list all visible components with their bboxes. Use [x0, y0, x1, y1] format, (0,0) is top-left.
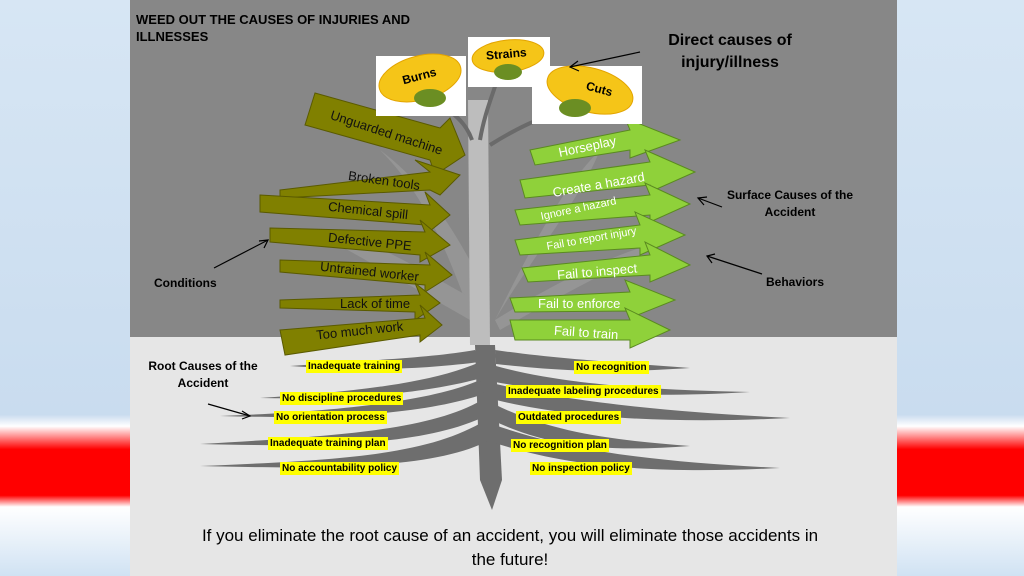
root-causes-label: Root Causes of the Accident	[148, 359, 258, 390]
surface-causes-label: Surface Causes of the Accident	[726, 188, 854, 219]
conditions-label: Conditions	[154, 276, 217, 290]
root-cause-right: No recognition	[574, 361, 649, 374]
conditions-leaves	[259, 92, 466, 356]
right-background-band	[897, 0, 1024, 576]
root-cause-right: Outdated procedures	[516, 411, 622, 424]
root-cause-right: No inspection policy	[530, 462, 632, 475]
annotation-arrows	[207, 51, 763, 420]
root-cause-left: No discipline procedures	[280, 392, 404, 405]
flower-bases	[414, 64, 591, 117]
condition-label: Lack of time	[340, 296, 411, 311]
roots	[200, 345, 790, 510]
direct-causes-label: Direct causes of injury/illness	[668, 32, 792, 71]
root-cause-right: Inadequate labeling procedures	[506, 385, 661, 398]
behaviors-leaves	[509, 117, 697, 349]
stem	[468, 100, 490, 345]
footer-message: If you eliminate the root cause of an ac…	[201, 526, 819, 569]
root-cause-left: Inadequate training plan	[268, 437, 388, 450]
root-cause-left: No orientation process	[274, 411, 387, 424]
behavior-label: Fail to enforce	[538, 296, 621, 311]
slide-title: WEED OUT THE CAUSES OF INJURIES AND ILLN…	[136, 12, 410, 44]
slide: WEED OUT THE CAUSES OF INJURIES AND ILLN…	[130, 0, 897, 576]
root-cause-left: Inadequate training	[306, 360, 403, 373]
left-background-band	[0, 0, 130, 576]
root-cause-left: No accountability policy	[280, 462, 400, 475]
root-cause-right: No recognition plan	[511, 439, 609, 452]
behaviors-label: Behaviors	[766, 275, 825, 289]
